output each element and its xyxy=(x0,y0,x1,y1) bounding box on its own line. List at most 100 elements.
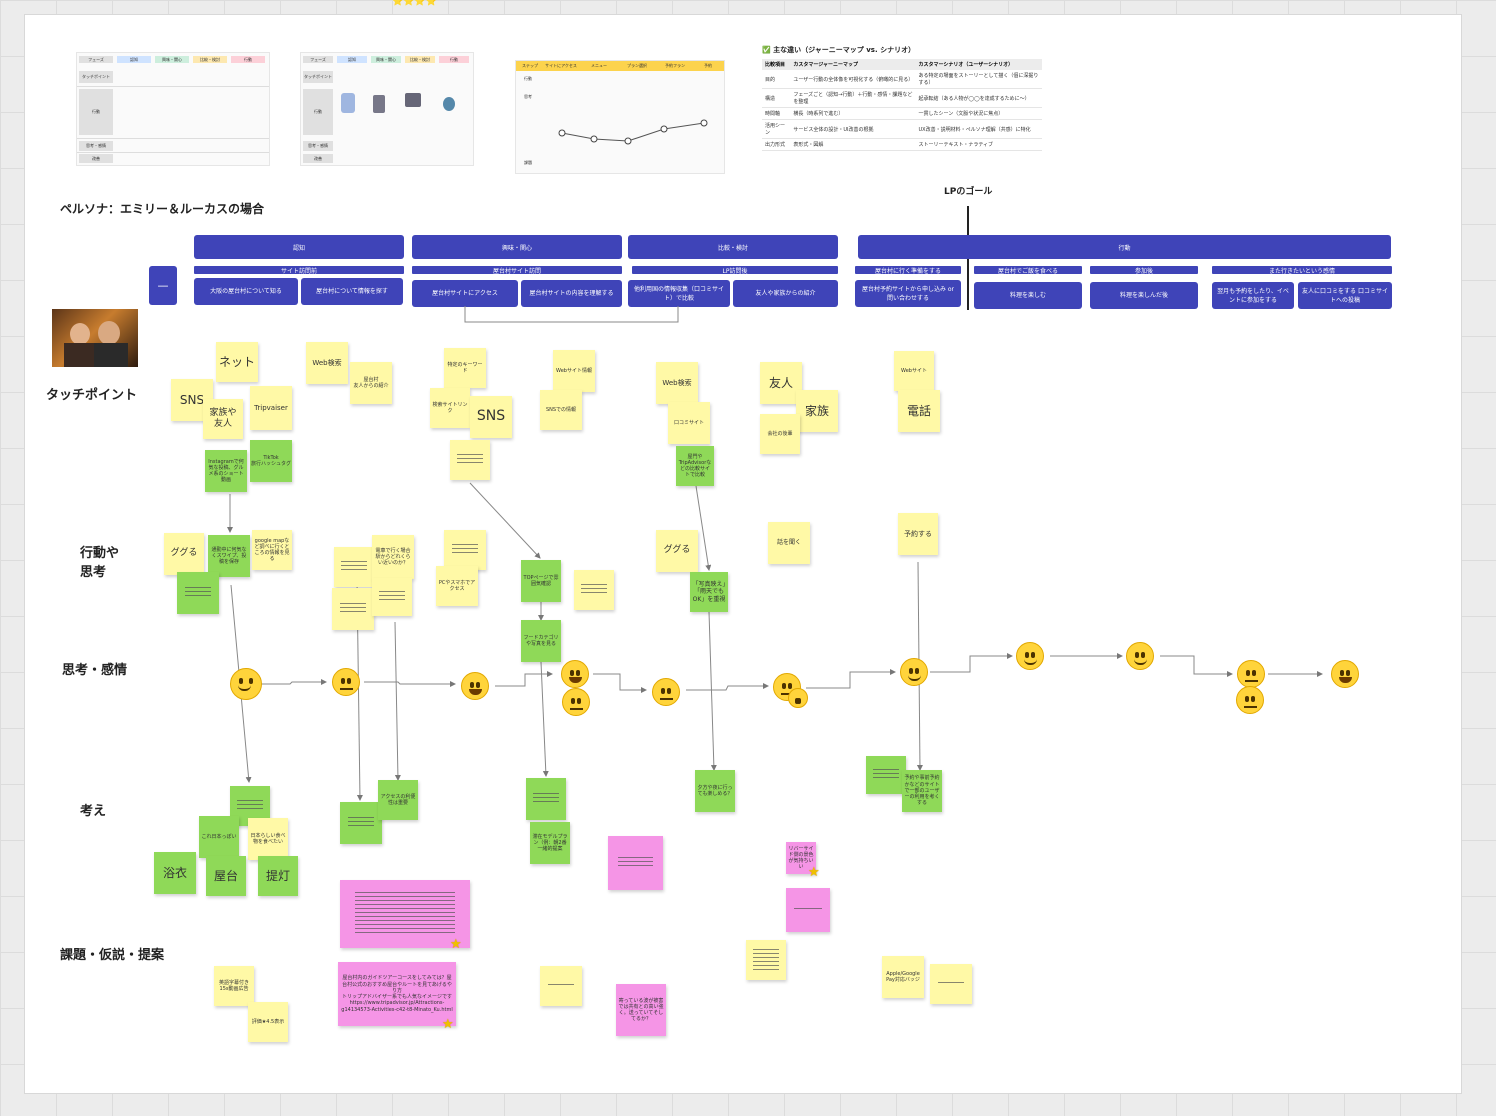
sticky-note[interactable] xyxy=(608,836,663,890)
thumb-step: メニュー xyxy=(591,62,607,68)
persona-title: ペルソナ：エミリー＆ルーカスの場合 xyxy=(60,202,265,216)
row-label-touchpoint: タッチポイント xyxy=(46,388,138,403)
sticky-note[interactable]: 英語字幕付き15s動画広告 xyxy=(214,966,254,1006)
sticky-note[interactable]: 日本らしい食べ物を食べたい xyxy=(248,818,288,860)
sticky-note[interactable]: Tripvaiser xyxy=(250,386,292,430)
step-card[interactable]: 屋台村予約サイトから申し込み or 問い合わせする xyxy=(855,280,961,307)
sticky-note[interactable] xyxy=(332,588,374,630)
thumb-row-label: 行動 xyxy=(303,89,333,135)
sticky-note[interactable] xyxy=(866,756,906,794)
subphase-bar[interactable]: また行きたいという感情 xyxy=(1212,266,1392,275)
sticky-note[interactable]: 会社の後輩 xyxy=(760,414,800,454)
sticky-note[interactable] xyxy=(526,778,566,820)
step-card[interactable]: 他利用国の情報収集（口コミサイト）で比較 xyxy=(628,280,730,307)
sticky-note[interactable]: Webサイト情報 xyxy=(553,350,595,392)
phase-compare[interactable]: 比較・検討 xyxy=(628,235,838,259)
sticky-note[interactable] xyxy=(540,966,582,1006)
sticky-note[interactable]: 寄っている波が被害では共有との高い強く。送っていてそしてるか？ xyxy=(616,984,666,1036)
sticky-note[interactable] xyxy=(444,530,486,570)
sticky-note[interactable]: Web検索 xyxy=(306,342,348,384)
sticky-note[interactable]: 検索サイトリンク xyxy=(430,388,470,428)
step-card[interactable]: 屋台村サイトの内容を理解する xyxy=(521,280,622,307)
sticky-note[interactable]: Web検索 xyxy=(656,362,698,404)
sticky-note[interactable]: 夕方や夜に行っても楽しめる？ xyxy=(695,770,735,812)
step-card[interactable]: 料理を楽しんだ後 xyxy=(1090,282,1198,309)
step-card[interactable]: 友人や家族からの紹介 xyxy=(733,280,838,307)
sticky-note[interactable]: リバーサイド側の景色が気持ちいい xyxy=(786,842,816,874)
step-card[interactable]: 屋台村サイトにアクセス xyxy=(412,280,518,307)
sticky-note[interactable] xyxy=(786,888,830,932)
subphase-bar[interactable]: 参加後 xyxy=(1090,266,1198,275)
sticky-note[interactable]: SNSでの情報 xyxy=(540,390,582,430)
sticky-note[interactable] xyxy=(450,440,490,480)
sticky-note[interactable]: SNS xyxy=(470,396,512,438)
cmp-cell: 表形式・図解 xyxy=(790,138,916,151)
sticky-note[interactable]: フードカテゴリや写真を見る xyxy=(521,620,561,662)
subphase-bar[interactable]: LP訪問後 xyxy=(632,266,838,275)
step-card[interactable]: 翌月も予約をしたり、イベントに参加をする xyxy=(1212,282,1294,309)
sticky-note[interactable] xyxy=(746,940,786,980)
step-card[interactable]: 屋台村について情報を探す xyxy=(301,278,403,305)
sticky-note[interactable]: ググる xyxy=(164,533,204,575)
step-card[interactable]: 料理を楽しむ xyxy=(974,282,1082,309)
sticky-note[interactable]: TikTok 旅行ハッシュタグ xyxy=(250,440,292,482)
thinking-emoji-icon xyxy=(1237,660,1265,688)
step-card[interactable]: 大阪の屋台村について知る xyxy=(194,278,298,305)
journey-template-thumbnail-1[interactable]: フェーズ 認知 興味・関心 比較・検討 行動 タッチポイント 行動 思考・感情 … xyxy=(76,52,270,166)
sticky-note[interactable] xyxy=(334,547,374,587)
subphase-bar[interactable]: 屋台村に行く準備をする xyxy=(855,266,961,275)
sticky-note[interactable]: 滞在モデルプラン（例：朝2番一緒的提案 xyxy=(530,822,570,864)
thumb-row-label: 課題 xyxy=(524,159,532,165)
sticky-note[interactable]: Webサイト xyxy=(894,351,934,391)
row-label-emotion: 思考・感情 xyxy=(62,663,128,678)
sticky-note[interactable]: 「写真映え」「雨天でもOK」を重視 xyxy=(690,572,728,612)
sticky-note[interactable]: これ日本っぽい xyxy=(199,816,239,858)
phase-action[interactable]: 行動 xyxy=(858,235,1391,259)
sticky-note[interactable]: SNS xyxy=(171,379,213,421)
sticky-note[interactable]: 特定のキーワード xyxy=(444,348,486,388)
subphase-bar[interactable]: 屋台村でご飯を食べる xyxy=(974,266,1082,275)
sticky-note[interactable]: 屋台村内のガイドツアーコースをしてみては？屋台村公式のおすすめ屋台やルートを見て… xyxy=(338,962,456,1026)
subphase-bar[interactable]: 屋台村サイト訪問 xyxy=(412,266,622,275)
step-card[interactable]: 友人に口コミをする 口コミサイトへの投稿 xyxy=(1298,282,1392,309)
sticky-note[interactable]: 通勤中に何気なくスワイプ、投稿を保存 xyxy=(208,535,250,577)
sticky-note[interactable]: 電話 xyxy=(898,390,940,432)
sticky-note[interactable]: 屋台 xyxy=(206,856,246,896)
sticky-note[interactable]: 電車で行く場合駅からどれくらい近いのか？ xyxy=(372,535,414,579)
phase-awareness[interactable]: 認知 xyxy=(194,235,404,259)
sticky-note[interactable]: TOPページで雰囲気確認 xyxy=(521,560,561,602)
phase-interest[interactable]: 興味・関心 xyxy=(412,235,622,259)
sticky-note[interactable]: Instagramで何気な投稿、グルメ系のショート動画 xyxy=(205,450,247,492)
sticky-note[interactable] xyxy=(372,578,412,616)
journey-template-thumbnail-2[interactable]: フェーズ 認知 興味・関心 比較・検討 行動 タッチポイント 行動 思考・感情 … xyxy=(300,52,474,166)
sticky-note[interactable]: Apple/Google Pay対応バッジ xyxy=(882,956,924,998)
sticky-note[interactable]: ネット xyxy=(216,342,258,382)
scenario-thumbnail[interactable]: ステップ サイトにアクセス メニュー プラン選択 予約フラン 予約 行動 思考 … xyxy=(515,60,725,174)
sticky-note[interactable]: アクセスの利便性は重要 xyxy=(378,780,418,820)
sticky-note[interactable]: 浴衣 xyxy=(154,852,196,894)
sticky-note[interactable]: 評価★4.5表示 xyxy=(248,1002,288,1042)
sticky-note[interactable]: 話を聞く xyxy=(768,522,810,564)
sticky-note[interactable]: 家族 xyxy=(796,390,838,432)
sticky-note[interactable] xyxy=(574,570,614,610)
sticky-note[interactable] xyxy=(340,802,382,844)
sticky-note[interactable]: 屋門やTripAdvisorなどの比較サイトで比較 xyxy=(676,446,714,486)
sticky-note[interactable]: 家族や 友人 xyxy=(203,399,243,439)
sticky-note[interactable]: 友人 xyxy=(760,362,802,404)
sticky-note[interactable]: google mapなど調べに行くところの情報を見る xyxy=(252,530,292,570)
sticky-note[interactable]: 提灯 xyxy=(258,856,298,896)
sticky-note[interactable]: 予約する xyxy=(898,513,938,555)
sticky-note[interactable] xyxy=(930,964,972,1004)
comparison-table[interactable]: ✅ 主な違い（ジャーニーマップ vs. シナリオ） 比較項目カスタマージャーニー… xyxy=(762,45,1042,151)
sticky-note[interactable]: 予約や事前予約かなどのサイトで一部のユーザーの利用を考くする xyxy=(902,770,942,812)
sticky-note[interactable]: 口コミサイト xyxy=(668,402,710,444)
sticky-note[interactable] xyxy=(177,572,219,614)
collapse-button[interactable]: — xyxy=(149,266,177,305)
subphase-bar[interactable]: サイト訪問前 xyxy=(194,266,404,275)
smile-emoji-icon xyxy=(1016,642,1044,670)
thumb-step: 予約 xyxy=(704,62,712,68)
sticky-note[interactable]: 屋台村 友人からの紹介 xyxy=(350,362,392,404)
sticky-note[interactable] xyxy=(340,880,470,948)
sticky-note[interactable]: PCやスマホでアクセス xyxy=(436,566,478,606)
sticky-note[interactable]: ググる xyxy=(656,530,698,572)
